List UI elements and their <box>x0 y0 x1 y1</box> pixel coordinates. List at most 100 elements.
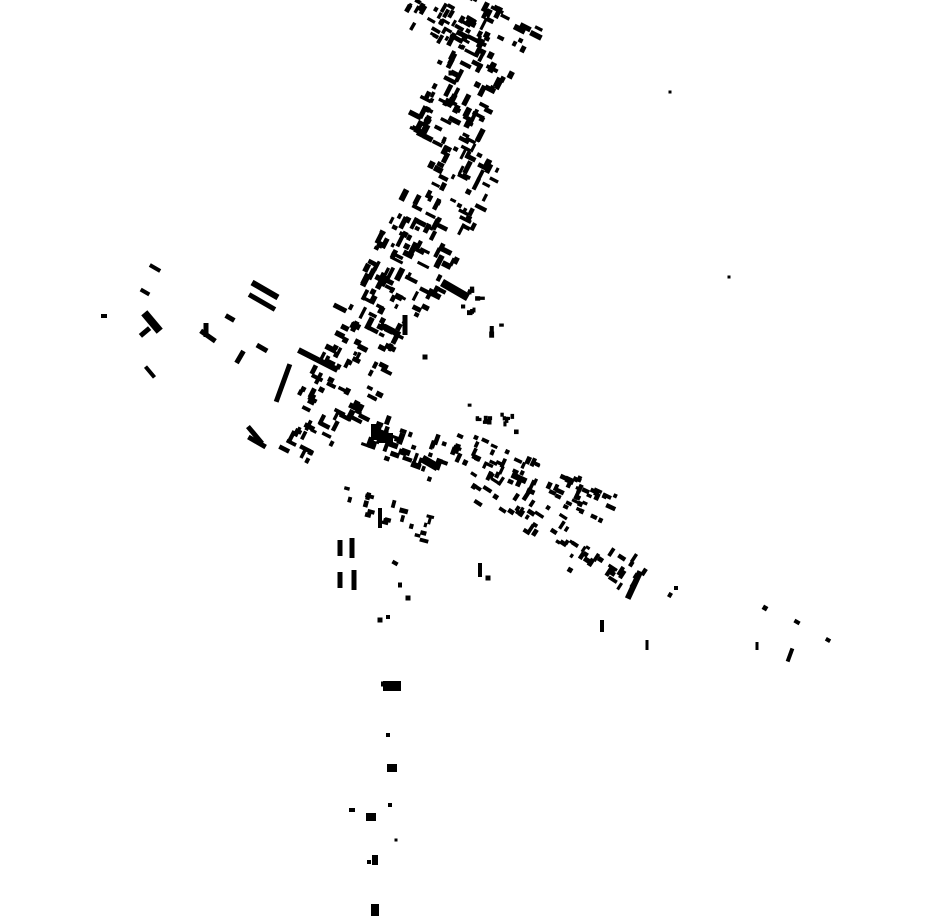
building <box>444 35 450 42</box>
building <box>398 216 409 230</box>
building <box>336 346 343 354</box>
building <box>467 290 472 295</box>
building <box>337 385 350 395</box>
building <box>405 234 413 242</box>
building <box>793 618 801 626</box>
building <box>447 52 458 66</box>
building <box>472 307 476 313</box>
building <box>352 350 358 357</box>
building <box>483 461 494 469</box>
building <box>472 483 482 492</box>
building <box>492 493 500 501</box>
building <box>596 556 605 564</box>
building <box>429 440 437 449</box>
building <box>395 234 405 248</box>
building <box>449 197 457 204</box>
building <box>375 240 385 249</box>
building <box>507 507 516 516</box>
building <box>407 241 419 256</box>
building <box>412 452 419 463</box>
building <box>552 483 560 492</box>
building <box>411 125 426 135</box>
building <box>518 509 526 517</box>
building <box>469 143 477 153</box>
building <box>528 499 536 508</box>
building <box>530 528 539 537</box>
building <box>408 523 414 530</box>
building <box>573 491 581 501</box>
building <box>481 193 489 202</box>
building <box>565 500 573 507</box>
building <box>419 537 429 544</box>
building <box>409 216 419 230</box>
building <box>601 492 608 500</box>
building <box>473 80 482 89</box>
building <box>448 70 454 76</box>
building <box>430 26 441 35</box>
building <box>317 386 326 394</box>
building <box>618 569 627 580</box>
building <box>345 358 353 366</box>
building <box>427 452 433 458</box>
building <box>299 385 307 393</box>
building <box>402 455 413 463</box>
building <box>327 376 335 384</box>
building <box>488 62 497 70</box>
building <box>350 415 363 425</box>
building <box>367 860 371 864</box>
building <box>326 381 337 390</box>
building <box>360 441 371 449</box>
building <box>454 68 465 83</box>
building <box>379 271 386 278</box>
building <box>416 260 430 270</box>
building <box>300 430 308 441</box>
building <box>548 489 557 496</box>
building <box>364 316 375 331</box>
building <box>526 508 536 517</box>
building <box>457 15 466 24</box>
building <box>450 173 456 180</box>
building <box>456 202 463 209</box>
building <box>224 313 236 323</box>
building <box>479 17 488 31</box>
building <box>381 681 389 687</box>
building <box>549 527 558 536</box>
building <box>440 279 470 301</box>
building <box>354 409 363 416</box>
building <box>490 477 501 486</box>
building <box>576 475 583 483</box>
building <box>380 367 393 376</box>
building <box>463 119 472 129</box>
building <box>441 441 448 447</box>
building <box>608 569 617 577</box>
building <box>590 513 598 521</box>
building <box>761 604 769 612</box>
building <box>378 331 385 338</box>
building <box>441 260 453 270</box>
building <box>521 491 531 502</box>
building <box>420 465 427 472</box>
building <box>383 415 392 426</box>
building <box>645 640 649 650</box>
building <box>364 493 375 500</box>
building <box>488 472 495 480</box>
building <box>524 514 530 520</box>
building <box>593 487 603 495</box>
building <box>398 507 409 515</box>
building <box>368 294 378 305</box>
building <box>528 479 536 491</box>
building <box>378 322 402 338</box>
building <box>438 97 449 106</box>
building <box>570 540 580 548</box>
building <box>367 441 377 450</box>
building <box>358 306 368 320</box>
building <box>341 336 350 345</box>
building <box>394 322 403 332</box>
building <box>559 539 568 548</box>
building <box>462 160 473 175</box>
building <box>422 222 432 234</box>
building <box>396 293 407 301</box>
building <box>520 461 527 470</box>
building <box>375 390 384 399</box>
building <box>388 286 396 294</box>
